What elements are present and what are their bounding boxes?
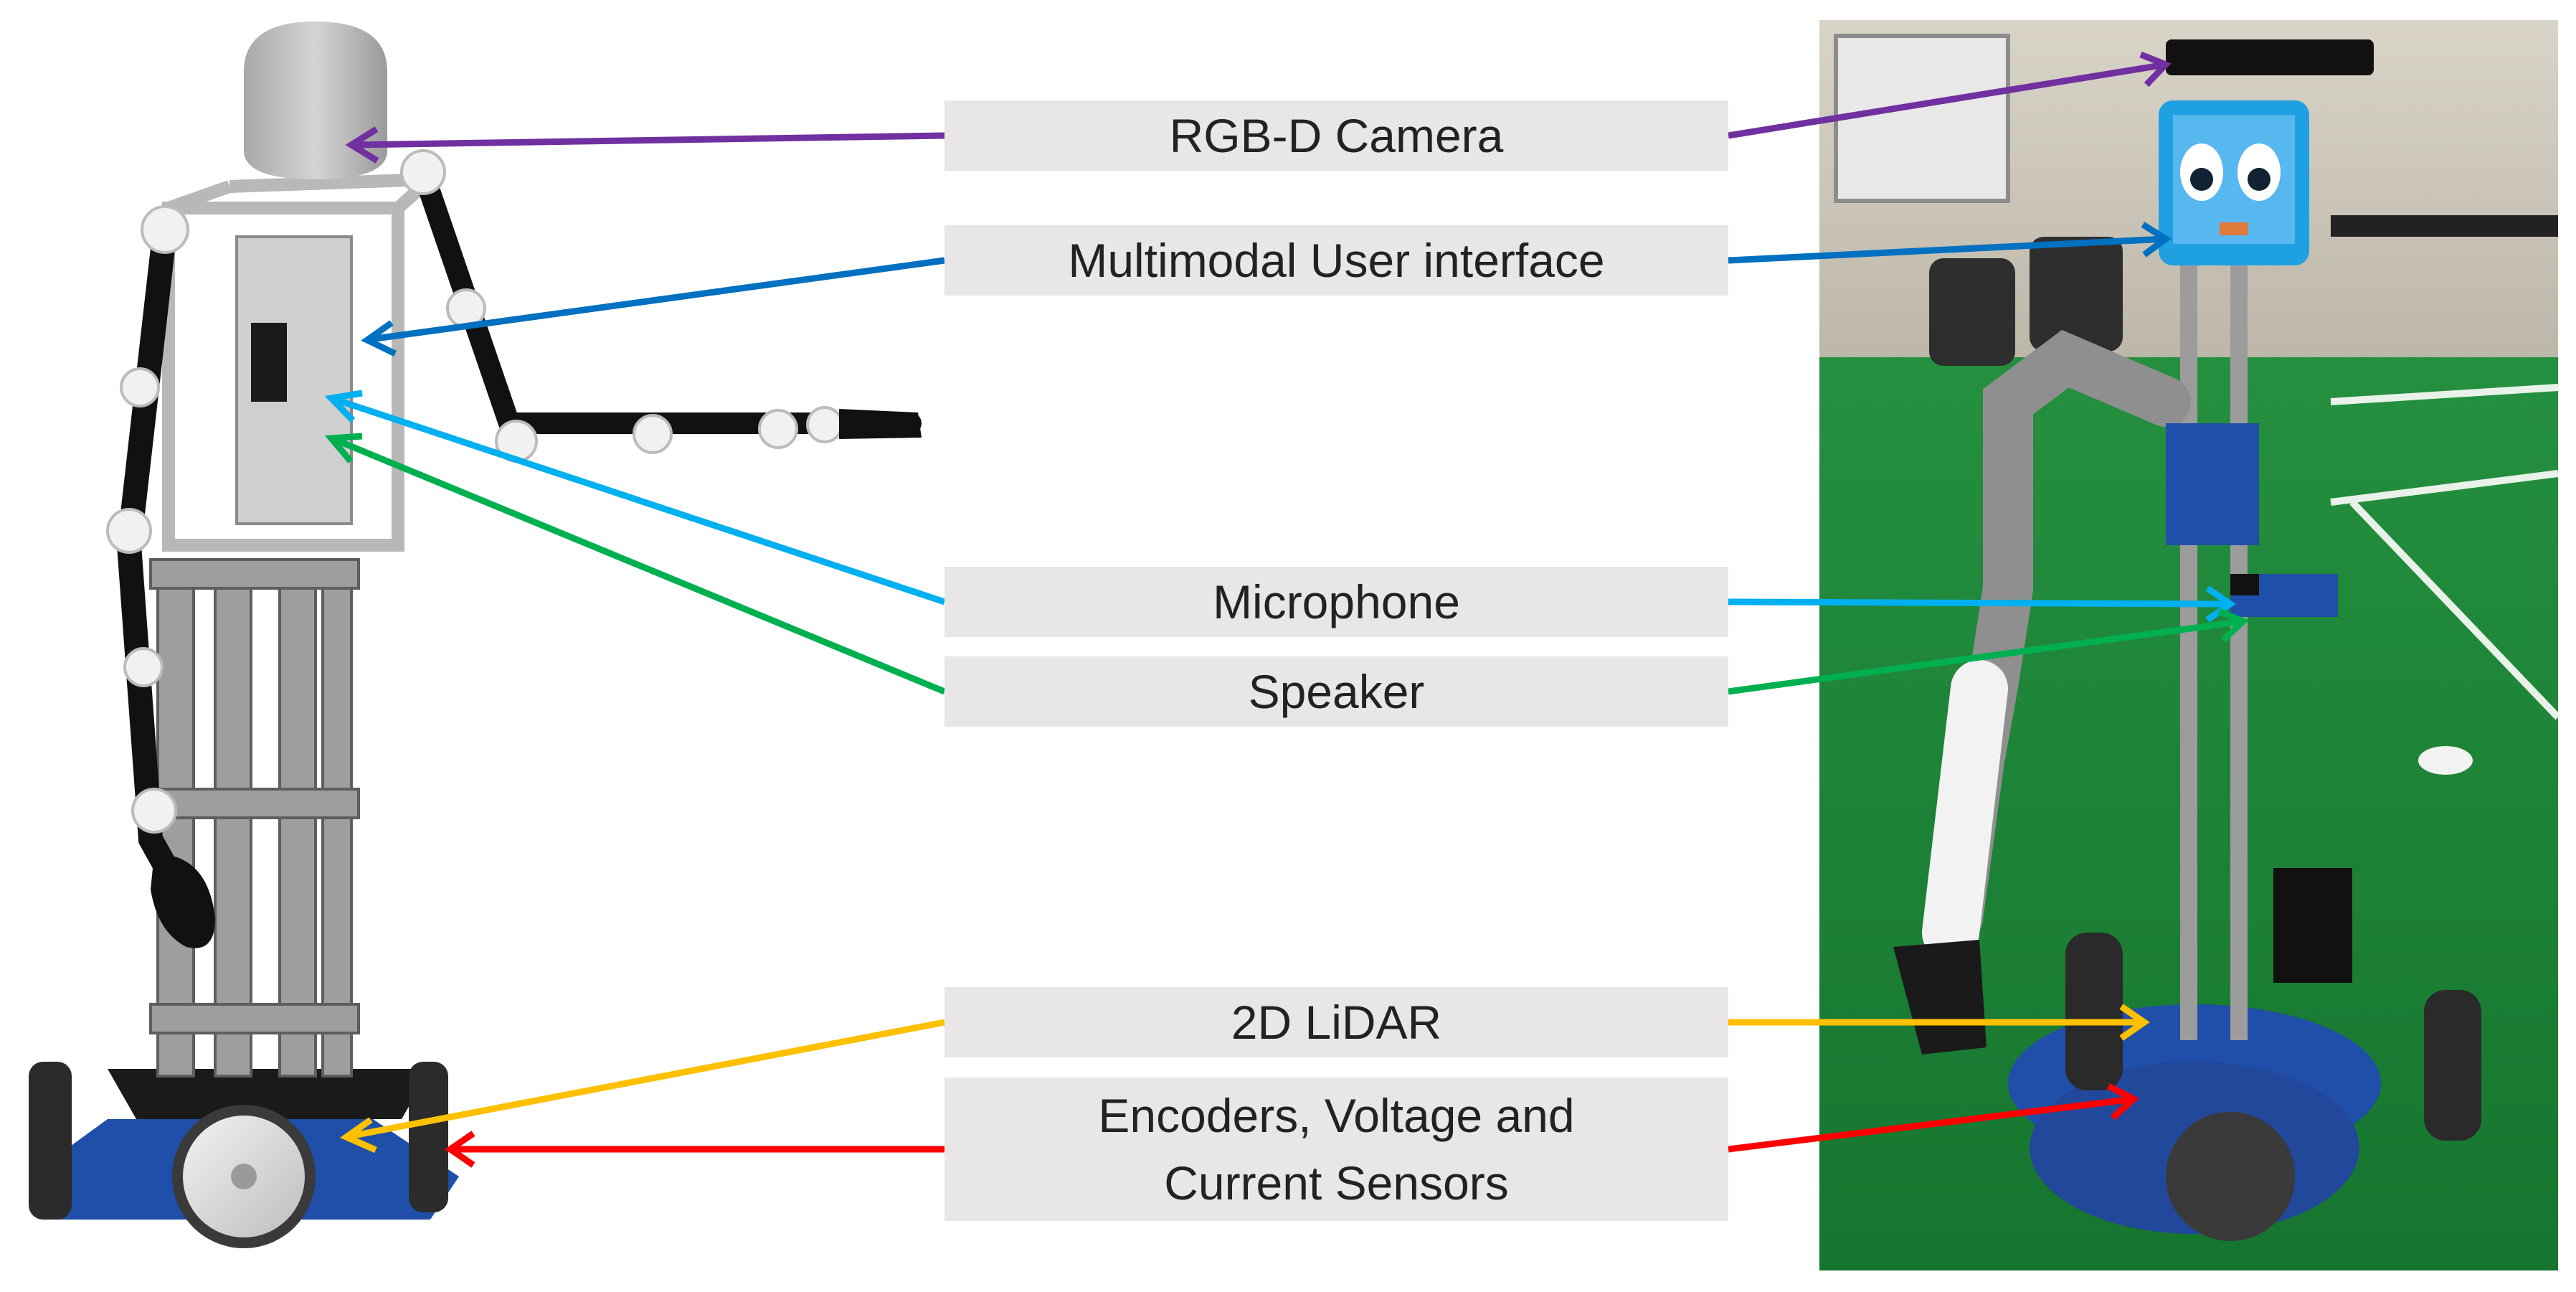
photo-omni-wheel	[2065, 933, 2123, 1090]
cad-omni-wheel	[409, 1062, 448, 1212]
label-speaker: Speaker	[944, 656, 1728, 727]
arrow-camera-left	[345, 126, 945, 164]
label-text: RGB-D Camera	[1169, 109, 1504, 162]
label-text: 2D LiDAR	[1231, 996, 1442, 1049]
cad-omni-wheel	[29, 1062, 72, 1220]
photo-omni-wheel	[2424, 990, 2481, 1141]
photo-mic	[2230, 574, 2259, 595]
photo-omni-wheel-front	[2166, 1112, 2295, 1241]
cad-left-arm	[106, 205, 215, 948]
connector-arrows	[324, 51, 2250, 1168]
photo-forearm	[1922, 660, 2008, 961]
photo-tablet-eyes	[2180, 143, 2281, 235]
arrow-microphone-left	[324, 390, 946, 605]
arrow-microphone-right	[1728, 585, 2236, 623]
photo-hand	[1893, 940, 1987, 1055]
robot-photo	[1819, 20, 2561, 1270]
label-text: Microphone	[1213, 575, 1460, 628]
cad-omni-wheel-front	[172, 1105, 316, 1248]
label-text: Speaker	[1248, 665, 1425, 718]
photo-upper-module	[2166, 423, 2259, 545]
arrow-encoders-left	[445, 1131, 944, 1168]
photo-table	[2331, 215, 2558, 237]
photo-electronics	[2273, 868, 2352, 983]
cad-robot-illustration	[29, 22, 922, 1248]
photo-window	[1834, 34, 2010, 203]
arrow-encoders-right	[1728, 1083, 2139, 1153]
cad-ui-module	[251, 323, 287, 402]
cad-base-frame	[108, 1069, 430, 1119]
label-multimodal-user-interface: Multimodal User interface	[944, 225, 1728, 296]
arrow-ui-right	[1728, 222, 2172, 264]
label-rgbd-camera: RGB-D Camera	[944, 100, 1728, 171]
cad-head	[244, 22, 387, 179]
arrow-lidar-left	[339, 1019, 945, 1154]
photo-camera	[2166, 39, 2374, 75]
arrow-lidar-right	[1728, 1004, 2150, 1041]
photo-field-marker	[2418, 746, 2473, 775]
label-text: Multimodal User interface	[1068, 234, 1605, 287]
photo-chairs	[1929, 237, 2123, 366]
cad-lower-frame	[149, 558, 360, 1078]
label-text: Encoders, Voltage and Current Sensors	[1098, 1089, 1575, 1210]
label-2d-lidar: 2D LiDAR	[944, 987, 1728, 1057]
label-encoders-voltage-current-sensors: Encoders, Voltage and Current Sensors	[944, 1078, 1728, 1221]
arrow-speaker-right	[1728, 608, 2250, 695]
cad-right-arm	[400, 149, 922, 463]
photo-field-lines	[2330, 384, 2561, 720]
label-microphone: Microphone	[944, 567, 1728, 637]
arrow-camera-right	[1728, 51, 2172, 139]
arrow-speaker-left	[324, 433, 946, 695]
arrow-ui-left	[361, 257, 945, 357]
